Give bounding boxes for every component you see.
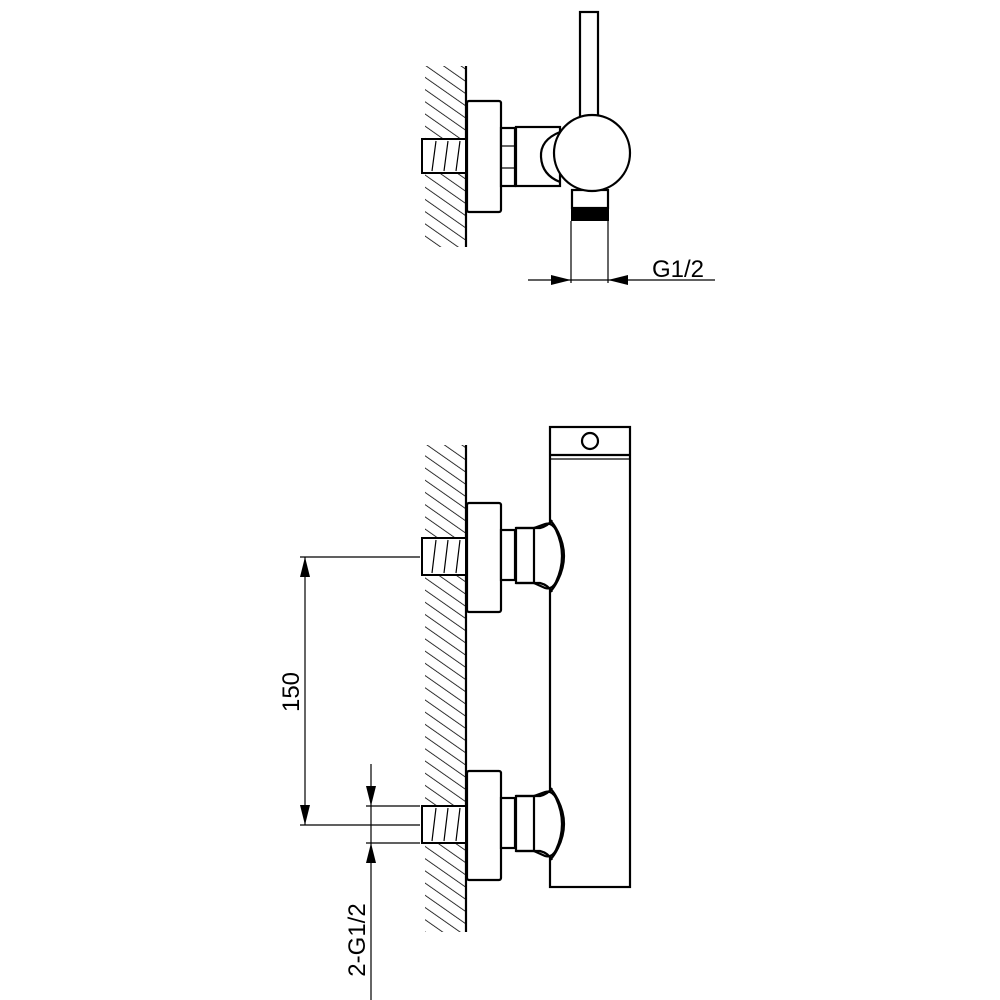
top-view: G1/2 [421,10,715,285]
outlet [570,188,610,210]
dimension-150: 150 [278,556,420,826]
flange [465,99,503,214]
mixer-body [548,425,632,889]
front-view: 150 2-G1/2 [278,425,632,1000]
dimension-2-g12: 2-G1/2 [344,764,420,1000]
cap-hole [580,431,600,451]
nut [499,126,517,188]
upper-inlet [421,501,566,614]
lower-inlet [421,769,566,882]
valve-cartridge [552,113,632,193]
dimension-g12: G1/2 [528,221,715,285]
lever-handle [578,10,600,122]
dimension-label-2-g12: 2-G1/2 [344,903,371,976]
dimension-label-g12: G1/2 [652,256,704,283]
wall-hatch [425,445,466,932]
dimension-label-150: 150 [278,672,305,712]
wall-thread-pipe [421,138,467,174]
outlet-thread [571,208,609,221]
